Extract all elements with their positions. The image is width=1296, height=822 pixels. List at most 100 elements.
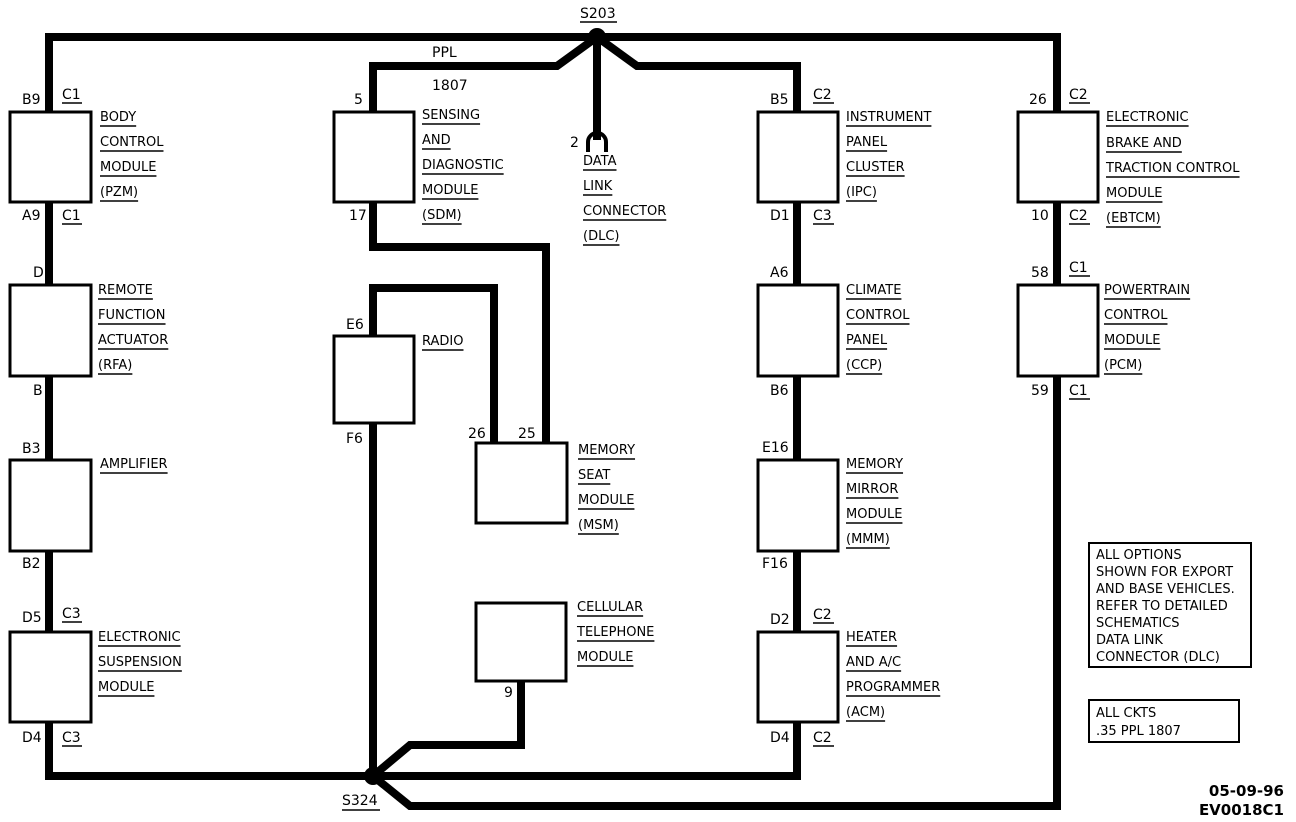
ebtcm-label-line: (EBTCM) <box>1106 211 1161 226</box>
msm-label-line: (MSM) <box>578 518 619 533</box>
ipc-label-line: INSTRUMENT <box>846 110 931 125</box>
bcm-label-line: CONTROL <box>100 135 164 150</box>
msm-label-line: MEMORY <box>578 443 635 458</box>
acm-label-line: HEATER <box>846 630 897 645</box>
ebtcm-label-line: TRACTION CONTROL <box>1105 161 1240 176</box>
ipc-label-line: (IPC) <box>846 185 877 200</box>
bcm-box <box>8 110 93 204</box>
phone-pin-bot: 9 <box>504 685 513 701</box>
dlc-pin: 2 <box>570 135 579 151</box>
acm-pin-top: D2 <box>770 612 790 628</box>
sdm-label-line: AND <box>422 133 451 148</box>
label-underlines <box>98 123 1240 722</box>
esm-conn-top: C3 <box>62 606 81 622</box>
wire-radio-msm <box>369 284 498 443</box>
pcm-label-line: POWERTRAIN <box>1104 283 1190 298</box>
options-note-box <box>1088 542 1252 668</box>
rfa-pin-bot: B <box>33 383 43 399</box>
wiring <box>45 33 1061 810</box>
esm-label-line: ELECTRONIC <box>98 630 181 645</box>
wire-acm-s324 <box>373 722 801 780</box>
ebtcm-label-line: ELECTRONIC <box>1106 110 1189 125</box>
rfa-label-line: REMOTE <box>98 283 153 298</box>
pcm-conn-top: C1 <box>1069 260 1088 276</box>
wire-color-label: PPL <box>432 45 457 61</box>
msm-pin-a: 26 <box>468 426 486 442</box>
wire-esm-bottom <box>45 722 373 780</box>
bcm-conn-bot: C1 <box>62 208 81 224</box>
acm-label-line: AND A/C <box>846 655 901 670</box>
mmm-pin-top: E16 <box>762 440 789 456</box>
splice-s324-node <box>364 767 382 785</box>
acm-conn-bot: C2 <box>813 730 832 746</box>
options-note-line: REFER TO DETAILED <box>1096 599 1228 614</box>
dlc-label-line: DATA <box>583 154 617 169</box>
rfa-label-line: (RFA) <box>98 358 132 373</box>
ipc-conn-bot: C3 <box>813 208 832 224</box>
sdm-label-line: SENSING <box>422 108 480 123</box>
wire-sdm-msm <box>369 202 550 443</box>
rfa-label-line: ACTUATOR <box>98 333 168 348</box>
mmm-label-line: MIRROR <box>846 482 898 497</box>
rfa-box <box>8 283 93 378</box>
ebtcm-label-line: BRAKE AND <box>1106 136 1182 151</box>
ebtcm-pin-top: 26 <box>1029 92 1047 108</box>
ebtcm-label-line: MODULE <box>1106 186 1162 201</box>
ccp-box <box>756 283 840 378</box>
dlc-label-line: LINK <box>583 179 613 194</box>
amp-box <box>8 458 93 553</box>
ipc-pin-top: B5 <box>770 92 789 108</box>
esm-label-line: MODULE <box>98 680 154 695</box>
wire-top-right <box>597 33 1061 112</box>
options-note-line: DATA LINK <box>1096 633 1163 648</box>
pcm-label-line: CONTROL <box>1104 308 1168 323</box>
ipc-conn-top: C2 <box>813 87 832 103</box>
wire-phone-s324 <box>370 681 525 780</box>
options-note-line: CONNECTOR (DLC) <box>1096 650 1220 665</box>
acm-conn-top: C2 <box>813 607 832 623</box>
mmm-box <box>756 458 840 553</box>
pcm-label-line: (PCM) <box>1104 358 1142 373</box>
options-note-line: ALL OPTIONS <box>1096 548 1182 563</box>
splice-s203-node <box>588 28 606 46</box>
ebtcm-conn-top: C2 <box>1069 87 1088 103</box>
radio-box <box>332 334 416 425</box>
options-note-line: SHOWN FOR EXPORT <box>1096 565 1233 580</box>
acm-box <box>756 630 840 724</box>
bcm-pin-top: B9 <box>22 92 41 108</box>
radio-pin-top: E6 <box>346 317 364 333</box>
rfa-pin-top: D <box>33 265 44 281</box>
mmm-label-line: (MMM) <box>846 532 890 547</box>
ipc-label-line: CLUSTER <box>846 160 905 175</box>
esm-label-line: SUSPENSION <box>98 655 182 670</box>
radio-pin-bot: F6 <box>346 431 363 447</box>
acm-label-line: (ACM) <box>846 705 885 720</box>
radio-label-line: RADIO <box>422 334 463 349</box>
ipc-pin-bot: D1 <box>770 208 790 224</box>
esm-box <box>8 630 93 724</box>
sdm-pin-bot: 17 <box>349 208 367 224</box>
phone-label-line: TELEPHONE <box>576 625 654 640</box>
amp-label-line: AMPLIFIER <box>100 457 168 472</box>
circuits-note-line: .35 PPL 1807 <box>1096 724 1181 739</box>
esm-conn-bot: C3 <box>62 730 81 746</box>
ipc-label-line: PANEL <box>846 135 888 150</box>
msm-pin-b: 25 <box>518 426 536 442</box>
sdm-label-line: (SDM) <box>422 208 462 223</box>
amp-pin-bot: B2 <box>22 556 41 572</box>
ccp-pin-bot: B6 <box>770 383 789 399</box>
dlc-label-line: CONNECTOR <box>583 204 666 219</box>
ebtcm-conn-bot: C2 <box>1069 208 1088 224</box>
pcm-conn-bot: C1 <box>1069 383 1088 399</box>
ebtcm-box <box>1016 110 1100 204</box>
sdm-box <box>332 110 416 204</box>
wire-s203-ipc <box>594 33 801 112</box>
bcm-label-line: (PZM) <box>100 185 138 200</box>
esm-pin-bot: D4 <box>22 730 42 746</box>
dlc-connector-icon <box>586 131 608 152</box>
pcm-box <box>1016 283 1100 378</box>
pcm-pin-top: 58 <box>1031 265 1049 281</box>
ccp-label-line: (CCP) <box>846 358 882 373</box>
rfa-label-line: FUNCTION <box>98 308 166 323</box>
